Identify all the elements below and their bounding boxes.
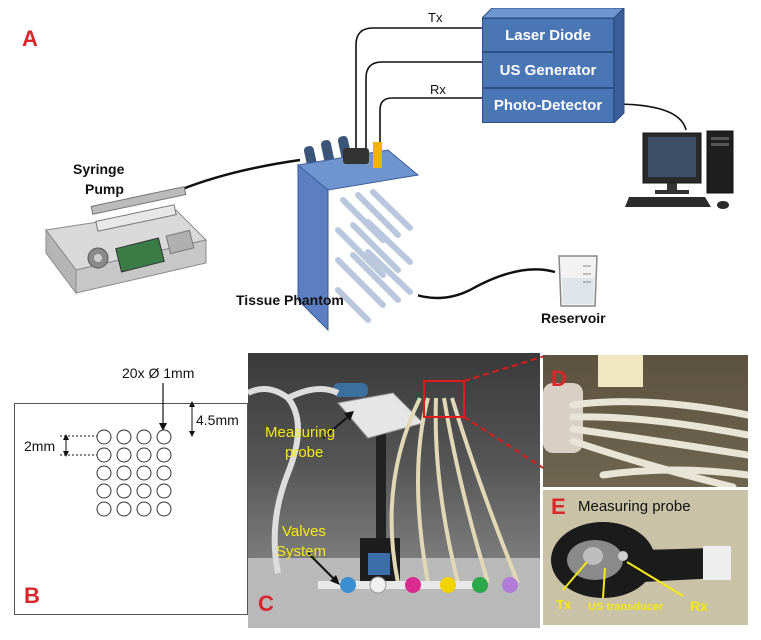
laser-diode-label: Laser Diode: [505, 27, 591, 44]
panel-b-frame: [14, 403, 248, 615]
tissue-phantom-label: Tissue Phantom: [236, 292, 344, 308]
measuring-probe-title: Measuring probe: [578, 498, 691, 515]
panel-d-scene: [543, 355, 748, 487]
probe-us-transducer-label: US transducer: [588, 601, 664, 613]
computer-icon: [625, 130, 734, 209]
tissue-phantom-cube: [296, 136, 420, 332]
reservoir-beaker: [558, 255, 598, 307]
panel-b-holes-diagram: [60, 383, 195, 517]
probe-rx-label: Rx: [690, 598, 708, 614]
us-generator-box: US Generator: [482, 52, 614, 88]
syringe-label-line2: Pump: [85, 181, 124, 197]
measuring-label-line2: probe: [285, 444, 324, 461]
panel-c-scene: [248, 380, 540, 628]
tx-wire-label: Tx: [428, 10, 443, 25]
reservoir-label: Reservoir: [541, 310, 606, 326]
us-generator-label: US Generator: [499, 62, 597, 79]
syringe-pump-device: [45, 186, 207, 295]
valves-label-line2: System: [276, 543, 327, 560]
panel-a-letter: A: [22, 26, 38, 51]
rx-wire-label: Rx: [430, 82, 446, 97]
panel-e-photo: [543, 490, 748, 625]
probe-tx-label: Tx: [556, 597, 572, 612]
panel-b-letter: B: [24, 583, 40, 608]
panel-c-photo: [248, 353, 540, 628]
panel-a-wires: [179, 27, 687, 300]
holes-count-label: 20x Ø 1mm: [122, 365, 195, 381]
depth-label: 4.5mm: [196, 412, 239, 428]
panel-e-letter: E: [551, 494, 566, 519]
spacing-label: 2mm: [24, 438, 56, 454]
instrument-stack: Laser Diode US Generator Photo-Detector: [480, 6, 632, 125]
syringe-label-line1: Syringe: [73, 161, 125, 177]
photo-detector-label: Photo-Detector: [493, 97, 603, 114]
measuring-label-line1: Measuring: [265, 424, 336, 441]
panel-d-letter: D: [551, 366, 567, 391]
panel-e-scene: [551, 522, 731, 599]
laser-diode-box: Laser Diode: [482, 18, 614, 52]
panel-c-letter: C: [258, 591, 274, 616]
zoom-lines: [463, 354, 549, 472]
panel-d-photo: [543, 355, 748, 487]
valves-label-line1: Valves: [282, 523, 326, 540]
photo-detector-box: Photo-Detector: [482, 88, 614, 123]
